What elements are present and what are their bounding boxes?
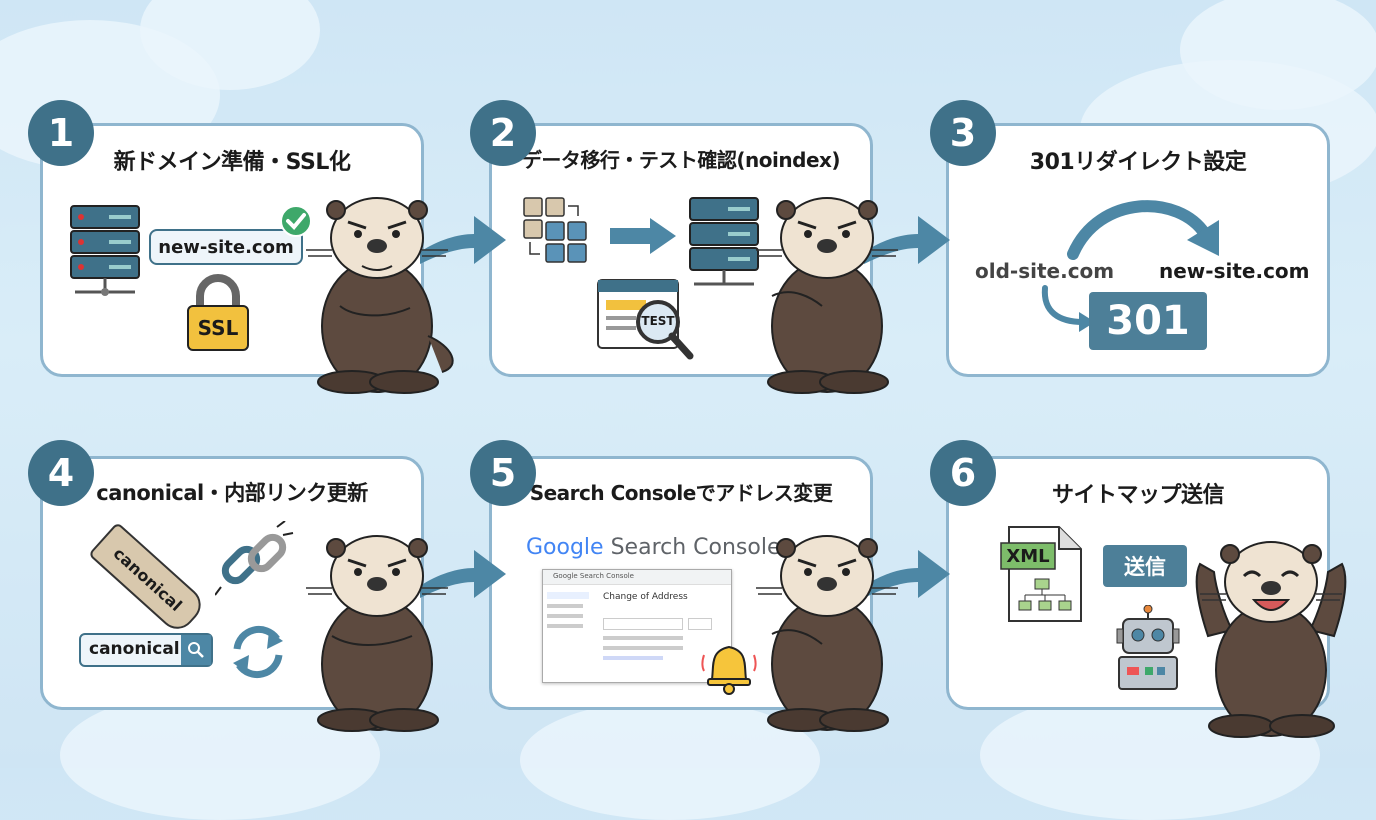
step-title: データ移行・テスト確認(noindex) <box>521 148 841 172</box>
next-step-arrow <box>864 216 950 264</box>
send-label: 送信 <box>1124 555 1166 579</box>
step-title: canonical・内部リンク更新 <box>96 481 368 505</box>
step-number: 6 <box>930 440 996 506</box>
server-icon <box>70 205 140 296</box>
redirect-arrow-icon <box>1067 200 1219 260</box>
search-icon <box>181 635 211 665</box>
otter-happy-mascot <box>1195 541 1347 738</box>
test-label: TEST <box>641 314 675 328</box>
refresh-icon <box>233 626 283 678</box>
lock-icon <box>187 274 249 351</box>
small-redirect-arrow-icon <box>1041 285 1095 332</box>
step-number: 1 <box>28 100 94 166</box>
search-bar-text: canonical <box>89 639 180 659</box>
otter-mascot <box>306 535 448 732</box>
step-title: Search Consoleでアドレス変更 <box>529 481 833 505</box>
google-wordmark: Google <box>526 535 604 560</box>
check-icon <box>280 205 312 237</box>
new-domain-text: new-site.com <box>158 236 294 258</box>
canonical-tag-text: canonical <box>109 543 187 615</box>
next-step-arrow <box>864 550 950 598</box>
data-blocks-icon <box>523 197 587 263</box>
otter-mascot <box>756 535 898 732</box>
otter-mascot <box>756 197 898 394</box>
step-number: 3 <box>930 100 996 166</box>
bell-icon <box>701 645 757 695</box>
new-domain-text: new-site.com <box>1159 259 1310 283</box>
background-cloud <box>1180 0 1376 110</box>
step-title: 301リダイレクト設定 <box>1029 150 1247 175</box>
console-header-text: Google Search Console <box>553 572 634 580</box>
new-domain-field: new-site.com <box>149 229 303 265</box>
status-code-text: 301 <box>1106 298 1190 344</box>
xml-file-icon <box>1000 526 1082 622</box>
console-heading-text: Change of Address <box>603 592 688 602</box>
search-console-wordmark: Search Console <box>610 535 781 560</box>
next-step-arrow <box>420 216 506 264</box>
step-title: 新ドメイン準備・SSL化 <box>113 150 351 175</box>
search-bar: canonical <box>79 633 213 667</box>
search-console-logo: Google Search Console <box>526 535 781 560</box>
server-icon <box>689 197 759 286</box>
xml-label: XML <box>1006 546 1050 567</box>
send-badge: 送信 <box>1103 545 1187 587</box>
console-screenshot: Google Search Console Change of Address <box>542 569 732 683</box>
browser-test-icon <box>597 279 694 360</box>
step-title: サイトマップ送信 <box>1051 483 1225 508</box>
step-number: 4 <box>28 440 94 506</box>
transfer-arrow-icon <box>610 218 676 254</box>
canonical-tag: canonical <box>87 521 209 637</box>
link-icon <box>215 521 294 596</box>
step-card-3: 301リダイレクト設定 old-site.com new-site.com 30… <box>946 123 1330 377</box>
step-number: 2 <box>470 100 536 166</box>
otter-mascot <box>306 197 454 394</box>
ssl-label: SSL <box>197 316 239 340</box>
old-domain-text: old-site.com <box>975 259 1115 283</box>
status-code-badge: 301 <box>1089 292 1207 350</box>
step-number: 5 <box>470 440 536 506</box>
next-step-arrow <box>420 550 506 598</box>
robot-icon <box>1116 605 1180 690</box>
